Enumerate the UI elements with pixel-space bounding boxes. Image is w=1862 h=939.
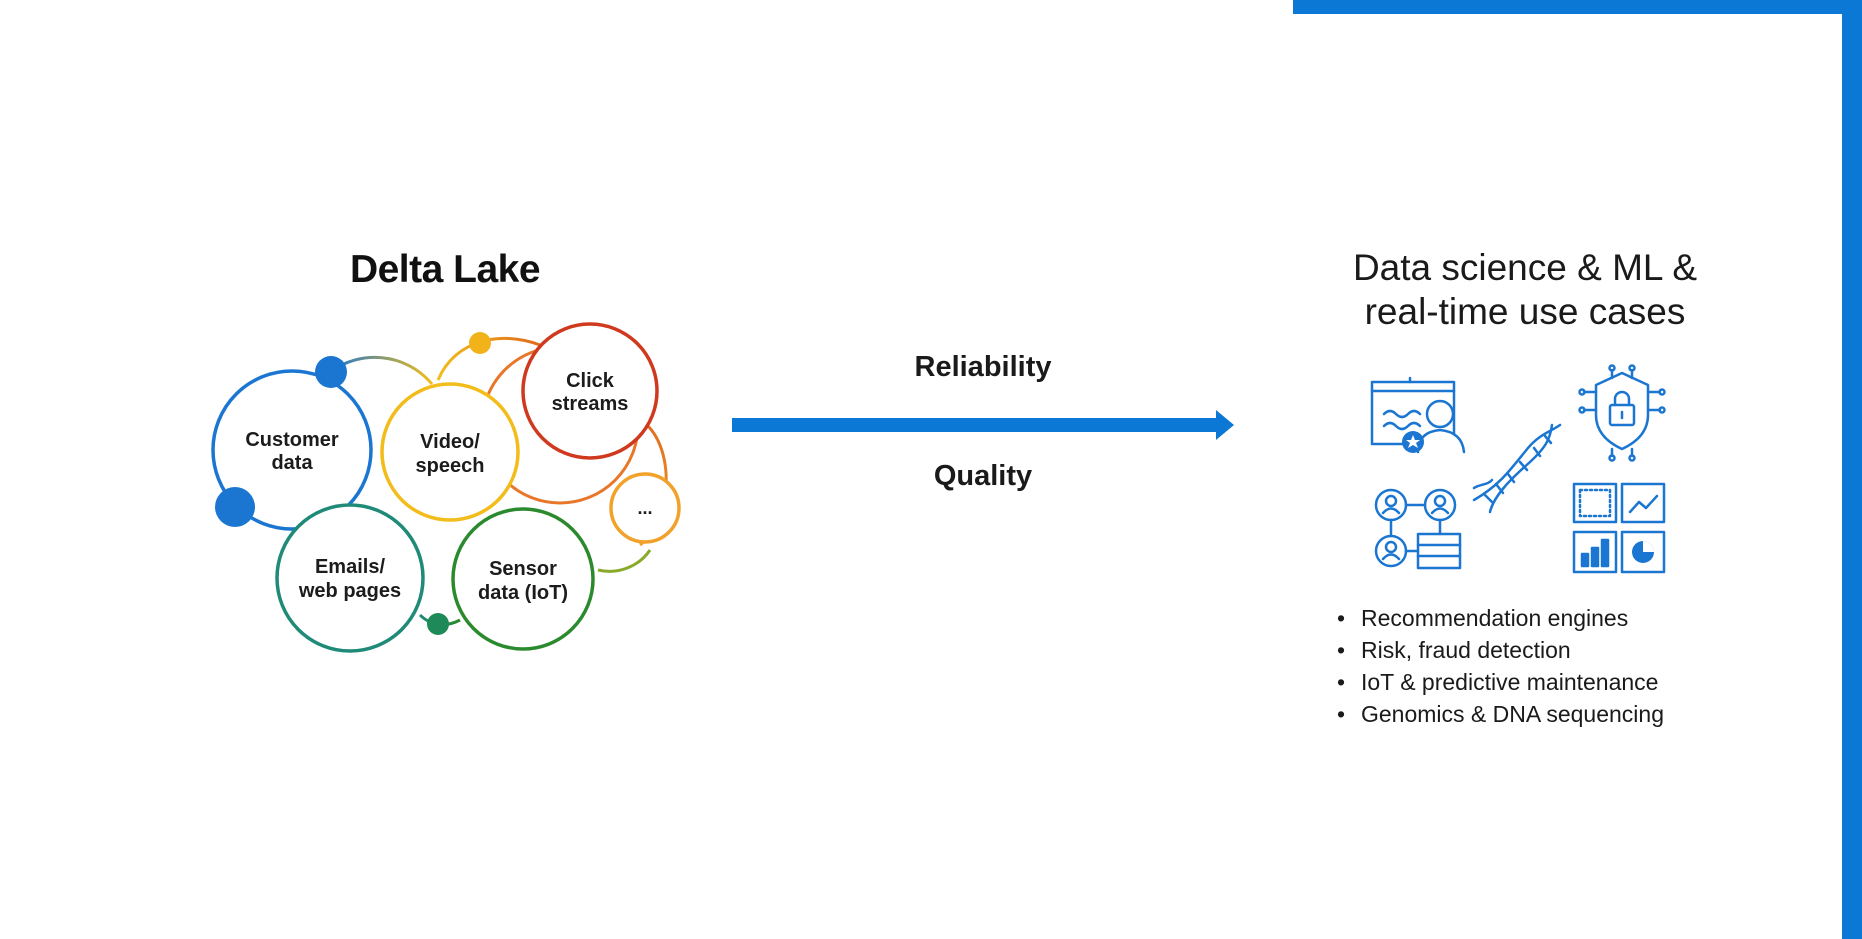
bubble-sensor-data: Sensor data (IoT) xyxy=(451,507,595,651)
list-item: • Risk, fraud detection xyxy=(1335,634,1664,666)
bubble-label: Click xyxy=(566,370,615,392)
list-item-text: IoT & predictive maintenance xyxy=(1361,669,1659,695)
node-dot xyxy=(427,613,449,635)
accent-bar-right xyxy=(1842,0,1862,939)
bubble-label: web pages xyxy=(298,580,401,602)
bullet-glyph: • xyxy=(1337,669,1346,695)
list-item: • Recommendation engines xyxy=(1335,602,1664,634)
connector-arc xyxy=(597,549,652,573)
quality-label: Quality xyxy=(933,460,1033,492)
use-cases-title-line: Data science & ML & xyxy=(1352,247,1698,288)
dna-icon xyxy=(1472,423,1562,514)
reliability-label: Reliability xyxy=(914,351,1052,383)
bullet-glyph: • xyxy=(1337,605,1346,631)
bubble-label: speech xyxy=(416,455,485,477)
list-item: • Genomics & DNA sequencing xyxy=(1335,698,1664,730)
bubble-video-speech: Video/ speech xyxy=(380,382,520,522)
bubble-label: Customer xyxy=(245,429,339,451)
bubble-emails-web-pages: Emails/ web pages xyxy=(275,503,425,653)
security-shield-icon xyxy=(1578,364,1666,462)
bubble-label: Sensor xyxy=(489,558,557,580)
use-cases-title: Data science & ML & real-time use cases xyxy=(1310,246,1740,334)
use-case-list: • Recommendation engines • Risk, fraud det… xyxy=(1335,602,1664,730)
list-item-text: Recommendation engines xyxy=(1361,605,1629,631)
accent-bar-top xyxy=(1293,0,1862,14)
arrow-head xyxy=(1216,410,1234,440)
bubble-click-streams: Click streams xyxy=(521,322,659,460)
bubble-label: Emails/ xyxy=(315,556,385,578)
bubble-label: ... xyxy=(637,498,652,518)
bubble-customer-data: Customer data xyxy=(211,369,373,531)
people-network-icon xyxy=(1374,488,1462,570)
dashboard-icon xyxy=(1572,482,1666,574)
node-dot xyxy=(315,356,347,388)
bullet-glyph: • xyxy=(1337,701,1346,727)
list-item-text: Genomics & DNA sequencing xyxy=(1361,701,1664,727)
list-item: • IoT & predictive maintenance xyxy=(1335,666,1664,698)
bubble-more: ... xyxy=(609,472,681,544)
node-dot xyxy=(469,332,491,354)
whiteboard-person-icon xyxy=(1370,376,1466,454)
bubble-label: data xyxy=(271,452,313,474)
list-item-text: Risk, fraud detection xyxy=(1361,637,1571,663)
use-cases-title-line: real-time use cases xyxy=(1364,291,1686,332)
arrow-shaft xyxy=(732,418,1220,432)
bubble-label: data (IoT) xyxy=(478,582,568,604)
bullet-glyph: • xyxy=(1337,637,1346,663)
bubble-label: streams xyxy=(552,393,629,415)
bubble-label: Video/ xyxy=(420,431,480,453)
delta-lake-title: Delta Lake xyxy=(349,248,541,291)
node-dot xyxy=(215,487,255,527)
